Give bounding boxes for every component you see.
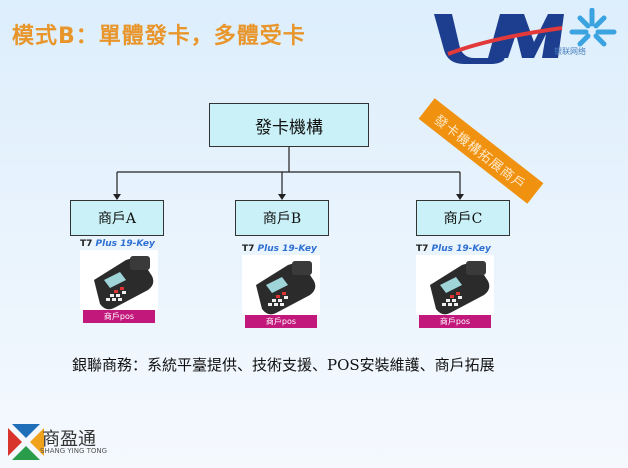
company-name-cn: 商盈通	[42, 429, 96, 450]
unionpay-logo	[434, 8, 617, 64]
pos-terminal-c: T7 Plus 19-Key 商戶pos	[416, 243, 494, 328]
company-logo-icon	[8, 424, 44, 460]
page-title: 模式B：單體發卡，多體受卡	[12, 24, 306, 49]
summary-text: 銀聯商務：系統平臺提供、技術支援、POS安裝維護、商戶拓展	[72, 356, 495, 374]
merchant-pos-label: 商戶pos	[419, 315, 491, 328]
terminal-model-label: T7 Plus 19-Key	[242, 244, 317, 254]
pos-terminal-icon	[242, 255, 320, 315]
issuer-box: 發卡機構	[209, 103, 369, 147]
company-name-en: SHANG YING TONG	[40, 447, 108, 455]
terminal-model-label: T7 Plus 19-Key	[80, 239, 155, 249]
merchant-c-box: 商戶C	[416, 200, 510, 236]
merchant-a-box: 商戶A	[70, 200, 164, 236]
merchant-pos-label: 商戶pos	[83, 310, 155, 323]
terminal-model-label: T7 Plus 19-Key	[416, 244, 491, 254]
pos-terminal-icon	[416, 255, 494, 315]
pos-terminal-b: T7 Plus 19-Key 商戶pos	[242, 243, 320, 328]
pos-terminal-icon	[80, 250, 158, 310]
pos-terminal-a: T7 Plus 19-Key 商戶pos	[80, 238, 158, 323]
unionpay-logo-text: 银联网络	[554, 47, 586, 56]
merchant-pos-label: 商戶pos	[245, 315, 317, 328]
merchant-b-box: 商戶B	[235, 200, 329, 236]
